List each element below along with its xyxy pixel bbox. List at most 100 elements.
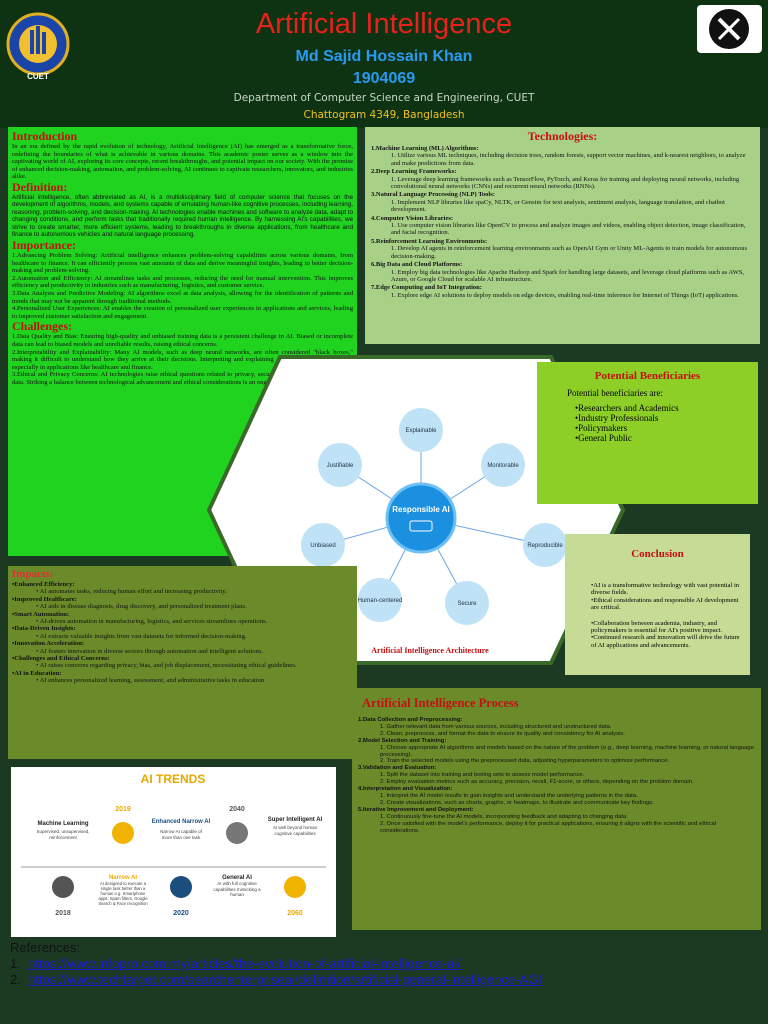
poster-header	[0, 0, 768, 128]
process-step-detail: 2. Create visualizations, such as charts…	[380, 799, 654, 806]
node-human-centered	[358, 578, 402, 622]
reference-link[interactable]: https://www.techtarget.com/searchenterpr…	[28, 972, 542, 987]
impact-detail: • AI enhances personalized learning, ass…	[36, 677, 265, 685]
svg-text:Enhanced Narrow AI: Enhanced Narrow AI	[152, 819, 211, 825]
technology-detail: 1. Employ big data technologies like Apa…	[391, 268, 744, 283]
chip-icon	[409, 520, 433, 532]
technology-detail: 1. Implement NLP libraries like spaCy, N…	[391, 198, 725, 214]
technologies-heading: Technologies:	[527, 129, 598, 143]
process-step-detail: 1. Interpret the AI model results to gai…	[380, 792, 638, 799]
svg-text:Super Intelligent AI: Super Intelligent AI	[268, 817, 323, 823]
impact-title: •Enhanced Efficiency:	[12, 581, 75, 588]
student-id: 1904069	[352, 70, 416, 87]
impact-title: •Innovation Acceleration:	[12, 640, 85, 648]
impact-detail: • AI fosters innovation in diverse secto…	[36, 647, 264, 655]
technology-title: 6.Big Data and Cloud Platforms:	[371, 261, 463, 269]
process-step-detail: 1. Split the dataset into training and t…	[380, 772, 585, 779]
impact-detail: • AI automates tasks, reducing human eff…	[36, 588, 227, 596]
technology-title: 2.Deep Learning Frameworks:	[371, 168, 457, 176]
conclusion-heading: Conclusion	[631, 548, 684, 560]
process-step-title: 3.Validation and Evaluation:	[358, 765, 437, 772]
definition-heading: Definition:	[12, 179, 68, 194]
importance-item: 1.Advancing Problem Solving: Artificial …	[12, 251, 353, 275]
challenge-item: 1.Data Quality and Bias: Ensuring high-q…	[12, 333, 353, 348]
importance-item: 3.Data Analysis and Predictive Modeling:…	[12, 289, 353, 305]
conclusion-panel: Conclusion •AI is a transformative techn…	[565, 534, 750, 675]
svg-text:General AI: General AI	[222, 875, 252, 881]
process-step-detail: 2. Train the selected models using the p…	[380, 758, 670, 765]
importance-item: 2.Automation and Efficiency: AI streamli…	[12, 274, 353, 290]
node-label: Human-centered	[358, 598, 403, 604]
challenges-heading: Challenges:	[12, 319, 72, 334]
conclusion-text: •Collaboration between academia, industr…	[591, 619, 740, 649]
process-step-detail: 1. Gather relevant data from various sou…	[380, 723, 612, 730]
node-explainable	[399, 408, 443, 452]
technology-detail: 1. Use computer vision libraries like Op…	[391, 222, 746, 237]
conclusion-text: •AI is a transformative technology with …	[591, 582, 740, 612]
svg-text:Narrow AI: Narrow AI	[109, 875, 137, 881]
trend-stage-machine-learning: Machine Learning Supervised, unsupervise…	[36, 821, 90, 917]
svg-text:2018: 2018	[55, 910, 71, 917]
responsible-ai-hub	[385, 482, 457, 554]
impact-title: •Data-Driven Insights:	[12, 625, 76, 633]
svg-text:2020: 2020	[173, 910, 189, 917]
logo-text: CUET	[27, 72, 49, 81]
trend-stage-enhanced-narrow-ai: Enhanced Narrow AI Narrow AI capable of …	[152, 819, 211, 917]
process-step-title: 1.Data Collection and Preprocessing:	[358, 717, 463, 723]
process-step-detail: 2. Once satisfied with the model's perfo…	[380, 820, 717, 834]
trend-stage-general-ai: 2040 General AI AI with full cognitive c…	[213, 806, 261, 897]
challenge-item: 3.Ethical and Privacy Concerns: AI techn…	[12, 371, 353, 386]
node-label: Explainable	[405, 428, 437, 434]
beneficiary-item: •Policymakers	[575, 423, 628, 433]
technologies-panel: Technologies: 1.Machine Learning (ML) Al…	[365, 127, 760, 344]
reference-link[interactable]: https://www.infopro.com.my/articles/the-…	[28, 956, 461, 971]
node-justifiable	[318, 443, 362, 487]
node-label: Unbiased	[310, 543, 335, 549]
beneficiary-item: •Industry Professionals	[575, 413, 659, 423]
importance-heading: Importance:	[12, 237, 76, 252]
technology-detail: 1. Leverage deep learning frameworks suc…	[391, 175, 740, 191]
trend-desc: Supervised, unsupervised, reinforcement	[36, 829, 90, 840]
bar-chart-icon	[170, 876, 192, 898]
process-step-detail: 2. Employ evaluation metrics such as acc…	[380, 779, 694, 786]
trend-desc: AI with full cognitive capabilities mimi…	[213, 881, 261, 897]
architecture-caption: Artificial Intelligence Architecture	[371, 646, 489, 655]
pen-ruler-icon	[697, 5, 762, 53]
references-heading: References:	[10, 940, 81, 955]
node-secure	[445, 581, 489, 625]
impact-detail: • AI raises concerns regarding privacy, …	[36, 662, 297, 670]
impact-detail: • AI extracts valuable insights from vas…	[36, 632, 247, 640]
beneficiaries-panel: Potential Beneficiaries Potential benefi…	[537, 362, 758, 504]
poster-title: Artificial Intelligence	[255, 8, 513, 40]
importance-item: 4.Personalized User Experiences: AI enab…	[12, 305, 353, 320]
definition-text: Artificial intelligence, often abbreviat…	[12, 193, 353, 239]
technology-title: 1.Machine Learning (ML) Algorithms:	[371, 145, 479, 152]
process-panel: Artificial Intelligence Process 1.Data C…	[352, 688, 761, 930]
technology-detail: 1. Develop AI agents in reinforcement le…	[391, 245, 747, 260]
references-section: References: 1. https://www.infopro.com.m…	[10, 940, 570, 1020]
trend-desc: AI well beyond human cognitive capabilit…	[272, 825, 318, 836]
impact-title: •Challenges and Ethical Concerns:	[12, 655, 110, 663]
impact-title: •AI in Education:	[12, 669, 62, 677]
department: Department of Computer Science and Engin…	[233, 92, 535, 104]
svg-text:2060: 2060	[287, 910, 303, 917]
impact-detail: • AI aids in disease diagnosis, drug dis…	[36, 603, 247, 611]
node-label: Justifiable	[327, 463, 354, 469]
trend-stage-super-intelligent-ai: Super Intelligent AI AI well beyond huma…	[268, 817, 323, 917]
trend-stage-narrow-ai: 2019 Narrow AI AI designed to execute a …	[98, 806, 147, 906]
node-label: Secure	[457, 601, 477, 607]
ai-trends-infographic: AI TRENDS Machine Learning Supervised, u…	[11, 767, 336, 937]
technology-title: 7.Edge Computing and IoT Integration:	[371, 284, 482, 292]
trends-title: AI TRENDS	[141, 772, 206, 786]
reference-item: 2. https://www.techtarget.com/searchente…	[10, 972, 542, 987]
impact-title: •Smart Automation:	[12, 610, 70, 618]
technology-title: 5.Reinforcement Learning Environments:	[371, 237, 488, 245]
beneficiaries-lead: Potential beneficiaries are:	[567, 388, 663, 398]
impacts-heading: Impacts:	[12, 568, 54, 580]
process-step-title: 4.Interpretation and Visualization:	[358, 786, 453, 793]
gears-icon	[52, 876, 74, 898]
robot-icon	[284, 876, 306, 898]
location: Chattogram 4349, Bangladesh	[303, 109, 465, 121]
node-reproducible	[523, 523, 567, 567]
technology-detail: 1. Utilize various ML techniques, includ…	[391, 152, 746, 167]
